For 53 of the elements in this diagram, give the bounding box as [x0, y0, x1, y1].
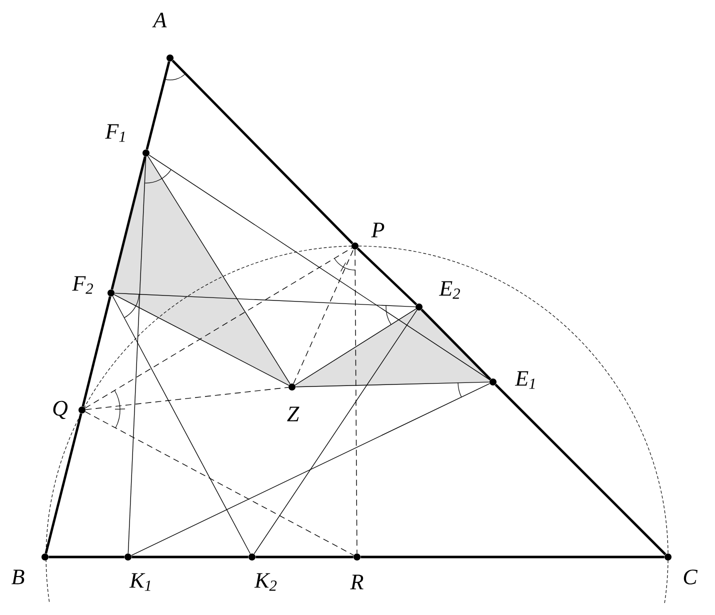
- labeled-point: Q: [53, 400, 86, 420]
- node-label: A: [152, 12, 167, 28]
- line-segment: [356, 248, 418, 306]
- line-segment: [131, 383, 490, 556]
- labeled-point: B: [12, 554, 48, 584]
- node-label: F$_{1}$: [105, 124, 125, 142]
- labeled-point: R: [350, 554, 364, 590]
- line-segment: [84, 248, 352, 408]
- line-segment: [128, 156, 146, 554]
- line-segment: [494, 384, 666, 556]
- labeled-point: F$_{1}$: [105, 124, 150, 156]
- line-segment: [148, 154, 490, 380]
- line-segment: [354, 249, 358, 554]
- labeled-point: K$_{2}$: [248, 554, 277, 591]
- line-segment: [256, 556, 354, 558]
- node-label: B: [11, 570, 24, 584]
- node-label: Z: [287, 406, 300, 422]
- node-label: E$_{1}$: [514, 371, 535, 389]
- line-segment: [148, 156, 290, 384]
- line-segment: [84, 411, 354, 556]
- line-segment: [112, 296, 251, 554]
- line-segment: [110, 156, 146, 290]
- node-label: K$_{1}$: [129, 573, 150, 591]
- labeled-point: C: [664, 554, 698, 584]
- line-segment: [85, 387, 289, 410]
- line-segment: [44, 413, 82, 554]
- line-segment: [420, 308, 492, 380]
- node-label: E$_{2}$: [438, 281, 460, 299]
- line-segment: [295, 382, 490, 388]
- labeled-point: Z: [287, 384, 300, 422]
- labeled-point: E$_{1}$: [490, 371, 535, 389]
- line-segment: [254, 310, 418, 554]
- node-label: F$_{2}$: [72, 276, 93, 294]
- line-segment: [114, 292, 416, 308]
- line-segment: [294, 308, 416, 386]
- line-segment: [82, 296, 112, 407]
- node-label: C: [684, 570, 698, 584]
- node-label: K$_{2}$: [254, 573, 277, 591]
- line-segment: [360, 556, 664, 558]
- labeled-point: P: [352, 222, 384, 250]
- line-segment: [293, 249, 354, 384]
- node-label: R: [350, 574, 364, 590]
- node-label: Q: [53, 400, 68, 420]
- line-segment: [132, 556, 248, 558]
- line-segment: [114, 294, 290, 386]
- labeled-point: E$_{2}$: [416, 281, 460, 310]
- line-segment: [146, 61, 170, 150]
- line-segment: [48, 556, 124, 558]
- labeled-point: A: [152, 12, 174, 62]
- labeled-point: F$_{2}$: [72, 276, 114, 296]
- labeled-point: K$_{1}$: [124, 554, 150, 591]
- line-segment: [172, 60, 354, 244]
- node-label: P: [371, 222, 384, 238]
